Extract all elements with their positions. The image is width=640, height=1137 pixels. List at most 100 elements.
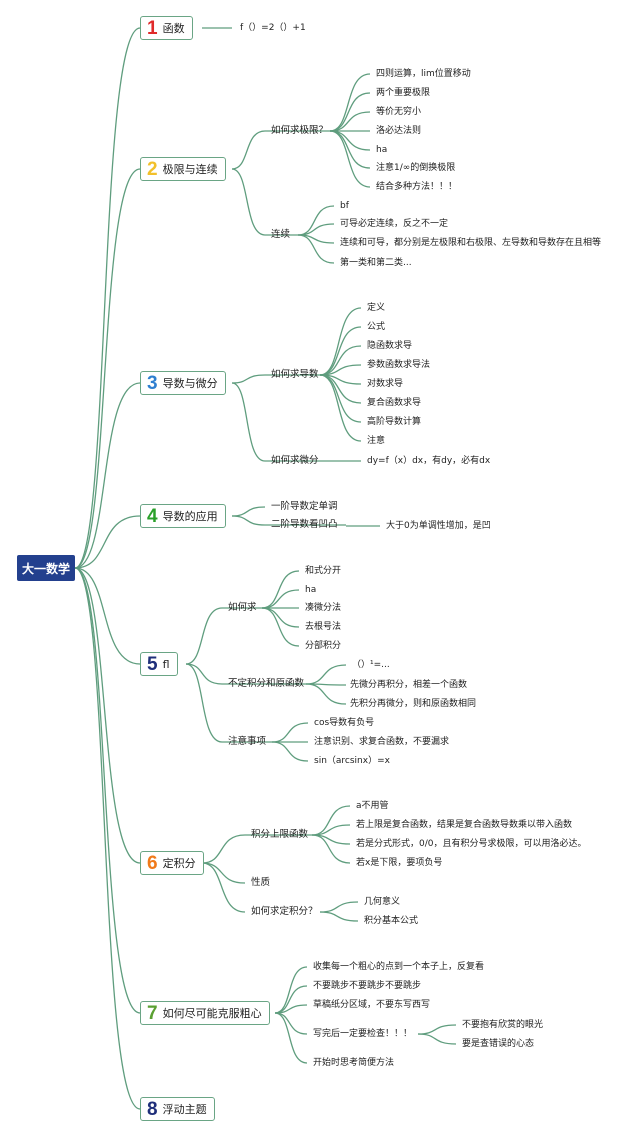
connector-line [319,911,359,922]
t3-derivative-item[interactable]: 复合函数求导 [367,398,422,408]
connector-line [297,205,335,236]
topic-label: fl [162,657,170,671]
root-to-topic-line [74,567,141,1014]
t2-continuity-item[interactable]: 可导必定连续，反之不一定 [340,219,449,229]
topic-1-functions[interactable]: 1 函数 [140,16,193,40]
t6-upper-limit-item[interactable]: 若上限是复合函数，结果是复合函数导数乘以带入函数 [356,820,573,830]
topic-number: 7 [147,1002,158,1024]
t2-continuity-item[interactable]: 连续和可导，都分别是左极限和右极限、左导数和导数存在且相等 [340,238,602,248]
t4-concavity-item[interactable]: 大于0为单调性增加，是凹 [386,521,491,531]
topic-label: 导数的应用 [162,510,218,523]
topic-2-limits[interactable]: 2 极限与连续 [140,157,226,181]
t5-how-item[interactable]: 凑微分法 [305,603,342,613]
topic-number: 1 [147,17,158,39]
topic-4-applications[interactable]: 4 导数的应用 [140,504,226,528]
t5-antiderivative-item[interactable]: 先积分再微分，则和原函数相同 [350,699,477,709]
t6-sub-how[interactable]: 如何求定积分？ [251,906,318,917]
t6-upper-limit-item[interactable]: 若是分式形式，0/0，且有积分号求极限，可以用洛必达。 [356,839,587,849]
t5-notes-item[interactable]: cos导数有负号 [314,718,375,728]
t3-derivative-item[interactable]: 定义 [367,303,386,313]
t2-continuity-item[interactable]: bf [340,201,349,211]
t1-formula[interactable]: f（）=2（）+1 [240,23,306,33]
connector-line [319,901,359,913]
t2-limit-item[interactable]: 注意1/∞的倒换极限 [376,163,456,173]
topic-number: 3 [147,372,158,394]
t5-how-item[interactable]: 去根号法 [305,622,342,632]
t2-continuity-item[interactable]: 第一类和第二类... [340,258,412,268]
connector-line [274,1012,308,1035]
t5-how-item[interactable]: 分部积分 [305,641,342,651]
t7-check-item[interactable]: 不要抱有欣赏的眼光 [462,1020,544,1030]
t3-sub-differential[interactable]: 如何求微分 [271,455,319,466]
root-to-topic-line [74,567,141,1110]
t2-limit-item[interactable]: 四则运算，lim位置移动 [376,69,471,79]
connector-line [329,130,371,188]
t2-limit-item[interactable]: ha [376,145,388,155]
t7-item[interactable]: 收集每一个粗心的点到一个本子上，反复看 [313,962,485,972]
root-node[interactable]: 大一数学 [17,555,75,581]
topic-label: 函数 [162,22,185,35]
t3-derivative-item[interactable]: 参数函数求导法 [367,360,431,370]
t6-sub-upper-limit[interactable]: 积分上限函数 [251,829,309,840]
t2-limit-item[interactable]: 结合多种方法！！！ [376,182,458,192]
t3-derivative-item[interactable]: 隐函数求导 [367,341,413,351]
t3-sub-derivative[interactable]: 如何求导数 [271,369,319,380]
connector-line [231,382,266,462]
t4-sub-monotonic[interactable]: 一阶导数定单调 [271,501,338,512]
connector-line [231,374,266,384]
t6-upper-limit-item[interactable]: a不用管 [356,801,389,811]
t2-limit-item[interactable]: 两个重要极限 [376,88,431,98]
t3-derivative-item[interactable]: 注意 [367,436,386,446]
connector-line [185,663,223,743]
topic-label: 导数与微分 [162,377,218,390]
t5-notes-item[interactable]: sin（arcsinx）=x [314,756,390,766]
t6-upper-limit-item[interactable]: 若x是下限，要项负号 [356,858,443,868]
topic-8-floating[interactable]: 8 浮动主题 [140,1097,215,1121]
t7-item[interactable]: 草稿纸分区域，不要东写西写 [313,1000,431,1010]
t5-how-item[interactable]: 和式分开 [305,566,342,576]
connector-line [319,374,362,442]
t7-item[interactable]: 开始时思考简便方法 [313,1058,395,1068]
t3-derivative-item[interactable]: 对数求导 [367,379,404,389]
t7-item[interactable]: 写完后一定要检查！！！ [313,1029,413,1039]
t5-sub-antiderivative[interactable]: 不定积分和原函数 [228,678,305,689]
t5-antiderivative-item[interactable]: 先微分再积分，相差一个函数 [350,680,468,690]
root-to-topic-line [74,382,141,569]
connector-line [274,1012,308,1064]
t2-sub-limits[interactable]: 如何求极限？ [271,125,329,136]
topic-label: 定积分 [162,857,196,870]
topic-number: 4 [147,505,158,527]
connector-line [261,570,300,609]
topic-3-derivatives[interactable]: 3 导数与微分 [140,371,226,395]
t5-sub-notes[interactable]: 注意事项 [228,736,267,747]
topic-6-definite-integral[interactable]: 6 定积分 [140,851,204,875]
connector-line [305,664,347,685]
t5-how-item[interactable]: ha [305,585,317,595]
t5-antiderivative-item[interactable]: （）¹=... [352,660,390,670]
connector-line [305,683,347,705]
topic-7-carelessness[interactable]: 7 如何尽可能克服粗心 [140,1001,270,1025]
connector-line [261,607,300,628]
topic-number: 8 [147,1098,158,1120]
t3-derivative-item[interactable]: 高阶导数计算 [367,417,422,427]
connector-line [185,607,223,665]
t7-item[interactable]: 不要跳步不要跳步不要跳步 [313,981,422,991]
connector-line [311,805,351,836]
t2-sub-continuity[interactable]: 连续 [271,229,291,240]
root-to-topic-line [74,27,141,569]
t2-limit-item[interactable]: 洛必达法则 [376,126,422,136]
t3-differential-item[interactable]: dy=f（x）dx，有dy，必有dx [367,456,491,466]
topic-number: 2 [147,158,158,180]
topic-5-fl[interactable]: 5 fl [140,652,178,676]
t6-how-item[interactable]: 几何意义 [364,897,401,907]
t5-sub-how[interactable]: 如何求 [228,602,257,613]
t6-sub-properties[interactable]: 性质 [251,877,271,888]
t2-limit-item[interactable]: 等价无穷小 [376,107,422,117]
t6-how-item[interactable]: 积分基本公式 [364,916,419,926]
t5-notes-item[interactable]: 注意识别、求复合函数，不要漏求 [314,737,450,747]
connector-line [417,1024,457,1035]
t4-sub-concavity[interactable]: 二阶导数看凹凸 [271,519,338,530]
t3-derivative-item[interactable]: 公式 [367,322,386,332]
t7-check-item[interactable]: 要是查错误的心态 [462,1039,535,1049]
